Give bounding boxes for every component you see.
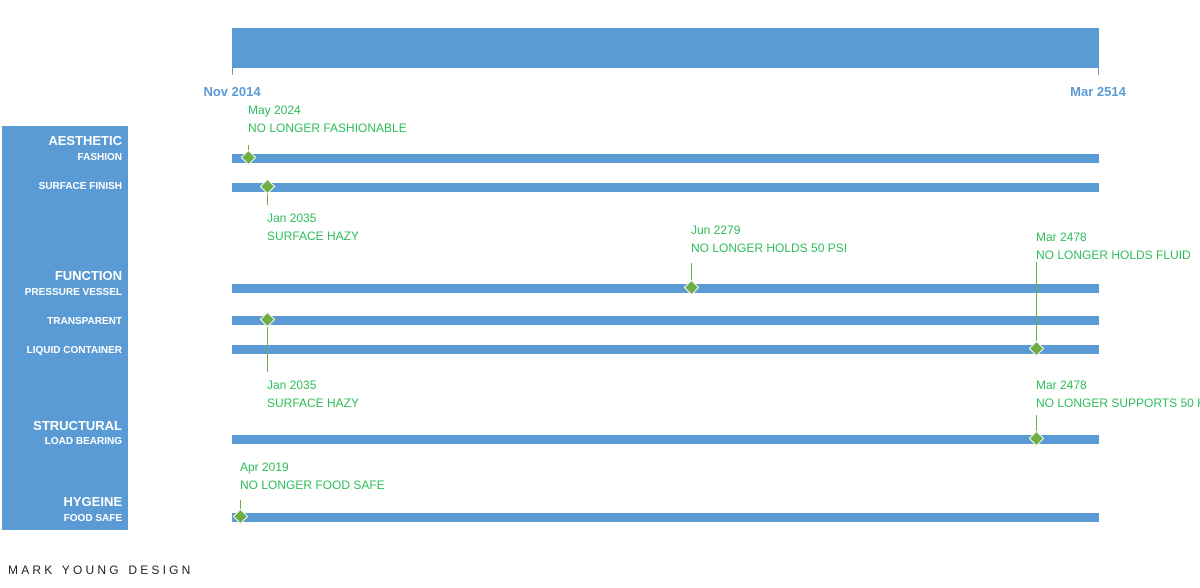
category-structural: STRUCTURAL (33, 418, 122, 433)
bar-food-safe (232, 513, 1099, 522)
event-date: Jun 2279 (691, 223, 741, 237)
event-text: NO LONGER FASHIONABLE (248, 121, 407, 135)
row-label-pressure-vessel: PRESSURE VESSEL (24, 287, 122, 298)
event-date: Jan 2035 (267, 378, 317, 392)
event-text: SURFACE HAZY (267, 396, 360, 410)
end-tick (1098, 68, 1099, 75)
event-connector (691, 263, 692, 288)
brand-logo-text: MARK YOUNG DESIGN (8, 563, 194, 577)
category-panel (2, 126, 128, 530)
row-label-load-bearing: LOAD BEARING (44, 436, 122, 447)
event-connector (1036, 262, 1037, 349)
event-date: Apr 2019 (240, 460, 289, 474)
event-text: NO LONGER HOLDS 50 PSI (691, 241, 848, 255)
category-hygeine: HYGEINE (63, 494, 122, 509)
row-label-transparent: TRANSPARENT (47, 316, 122, 327)
event-label: Mar 2478 NO LONGER HOLDS FLUID (1036, 228, 1191, 264)
event-date: Mar 2478 (1036, 230, 1087, 244)
event-label: Jun 2279 NO LONGER HOLDS 50 PSI (691, 221, 847, 257)
event-text: SURFACE HAZY (267, 229, 360, 243)
row-label-surface-finish: SURFACE FINISH (38, 181, 122, 192)
end-label: Mar 2514 (1070, 84, 1126, 99)
event-date: Jan 2035 (267, 211, 317, 225)
start-label: Nov 2014 (203, 84, 261, 99)
event-connector (240, 500, 241, 517)
row-label-fashion: FASHION (77, 152, 122, 163)
bar-liquid-container (232, 345, 1099, 354)
timeline-span-bar (232, 28, 1099, 68)
bar-fashion (232, 154, 1099, 163)
event-text: NO LONGER HOLDS FLUID (1036, 248, 1191, 262)
event-connector (1036, 415, 1037, 439)
event-connector (267, 320, 268, 372)
event-date: May 2024 (248, 103, 301, 117)
event-connector (267, 187, 268, 205)
bar-transparent (232, 316, 1099, 325)
event-label: Mar 2478 NO LONGER SUPPORTS 50 KG (1036, 376, 1200, 412)
start-tick (232, 68, 233, 75)
event-label: Apr 2019 NO LONGER FOOD SAFE (240, 458, 385, 494)
row-label-food-safe: FOOD SAFE (63, 513, 122, 524)
event-label: May 2024 NO LONGER FASHIONABLE (248, 101, 407, 137)
event-text: NO LONGER SUPPORTS 50 KG (1036, 396, 1200, 410)
row-label-liquid-container: LIQUID CONTAINER (26, 345, 122, 356)
event-text: NO LONGER FOOD SAFE (240, 478, 385, 492)
category-function: FUNCTION (54, 268, 122, 283)
event-date: Mar 2478 (1036, 378, 1087, 392)
category-aesthetic: AESTHETIC (48, 133, 122, 148)
bar-load-bearing (232, 435, 1099, 444)
bar-pressure-vessel (232, 284, 1099, 293)
bar-surface-finish (232, 183, 1099, 192)
